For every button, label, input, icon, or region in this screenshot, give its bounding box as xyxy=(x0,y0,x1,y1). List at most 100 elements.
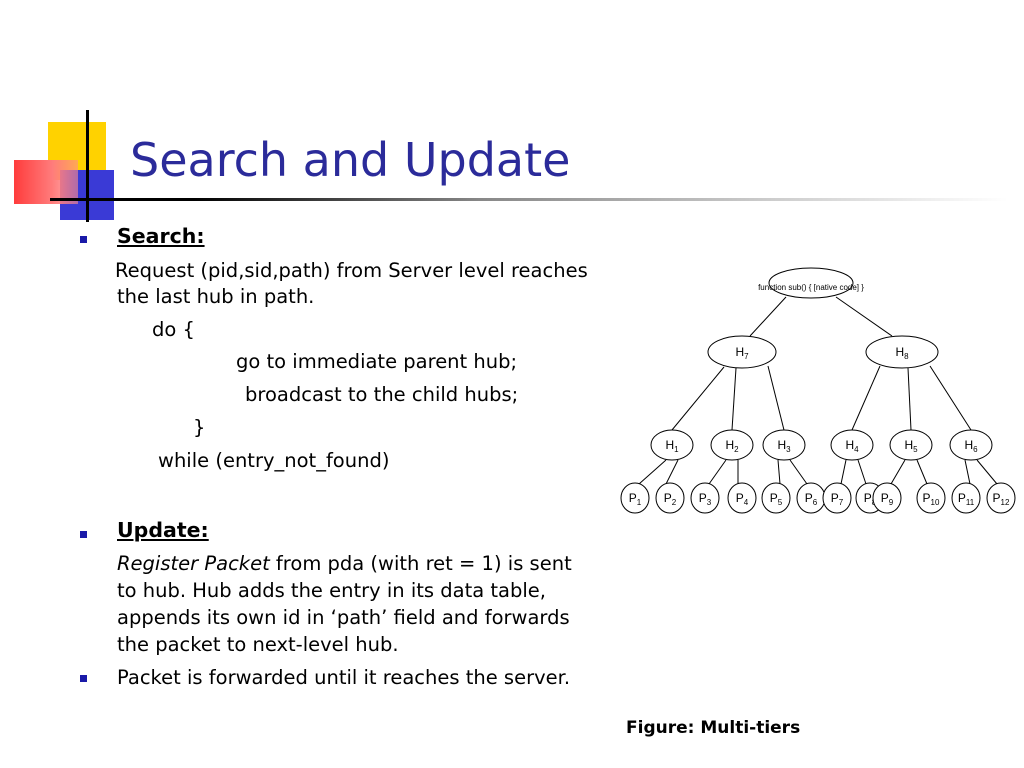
node-h7-ellipse xyxy=(707,335,777,369)
node-p2-ellipse xyxy=(655,482,685,514)
edge-server-h8 xyxy=(835,296,893,337)
decor-vertical-line xyxy=(86,110,89,222)
edge-h6-leaf-a xyxy=(964,459,971,485)
edge-h5-leaf-b xyxy=(916,459,928,485)
node-h6: H6 xyxy=(949,429,993,461)
edge-h3-leaf-b xyxy=(789,459,808,485)
node-p6-label: P6 xyxy=(805,491,818,507)
node-p11-ellipse xyxy=(951,482,981,514)
node-h4-label: H4 xyxy=(845,438,859,454)
node-p12-ellipse xyxy=(986,482,1016,514)
node-h3-ellipse xyxy=(762,429,806,461)
search-line-2: the last hub in path. xyxy=(117,285,315,308)
node-p1: P1 xyxy=(620,482,650,514)
edge-h8-h6 xyxy=(929,365,972,431)
edge-h6-leaf-b xyxy=(976,459,998,485)
node-p4-label: P4 xyxy=(736,491,749,507)
update-bullet-2: Packet is forwarded until it reaches the… xyxy=(117,666,571,689)
node-p9: P9 xyxy=(872,482,902,514)
node-p9-label: P9 xyxy=(881,491,894,507)
node-h3-label: H3 xyxy=(777,438,791,454)
node-p10-ellipse xyxy=(916,482,946,514)
update-line-1: Register Packet from pda (with ret = 1) … xyxy=(117,551,572,577)
node-p5: P5 xyxy=(761,482,791,514)
node-h5-ellipse xyxy=(889,429,933,461)
node-p9-ellipse xyxy=(872,482,902,514)
edge-h2-leaf-a xyxy=(708,459,727,485)
search-line-parent: go to immediate parent hub; xyxy=(236,350,518,373)
node-h8-label: H8 xyxy=(895,345,909,361)
node-h4-ellipse xyxy=(830,429,874,461)
update-line-4: the packet to next-level hub. xyxy=(117,633,399,656)
node-p4-ellipse xyxy=(727,482,757,514)
search-line-broadcast: broadcast to the child hubs; xyxy=(245,383,519,406)
edge-h1-leaf-b xyxy=(665,459,679,485)
node-h3: H3 xyxy=(762,429,806,461)
edge-h1-leaf-a xyxy=(638,459,667,485)
edge-h8-h4 xyxy=(851,365,881,431)
update-line-2: to hub. Hub adds the entry in its data t… xyxy=(117,579,546,602)
node-h1: H1 xyxy=(650,429,694,461)
node-h5: H5 xyxy=(889,429,933,461)
node-server-ellipse xyxy=(768,267,854,299)
node-p10-label: P10 xyxy=(923,491,940,507)
search-line-while: while (entry_not_found) xyxy=(158,449,390,472)
node-p7-label: P7 xyxy=(831,491,844,507)
edge-server-h7 xyxy=(749,296,787,337)
figure-caption: Figure: Multi-tiers xyxy=(626,718,801,738)
update-heading: Update: xyxy=(117,518,209,542)
node-h1-ellipse xyxy=(650,429,694,461)
node-p3-ellipse xyxy=(690,482,720,514)
node-p12-label: P12 xyxy=(993,491,1010,507)
node-p10: P10 xyxy=(916,482,946,514)
title-underline xyxy=(50,198,1008,201)
search-line-1: Request (pid,sid,path) from Server level… xyxy=(115,259,588,282)
node-h1-label: H1 xyxy=(665,438,679,454)
search-line-close-brace: } xyxy=(193,416,206,439)
node-h5-label: H5 xyxy=(904,438,918,454)
node-h2: H2 xyxy=(710,429,754,461)
edge-h8-h5 xyxy=(907,367,912,431)
edge-h7-h1 xyxy=(671,366,725,431)
decor-red-square xyxy=(14,160,78,204)
node-p2: P2 xyxy=(655,482,685,514)
node-p4: P4 xyxy=(727,482,757,514)
node-p11-label: P11 xyxy=(958,491,975,507)
node-p1-ellipse xyxy=(620,482,650,514)
edge-h3-leaf-a xyxy=(777,459,781,485)
search-line-do: do { xyxy=(152,318,195,341)
node-h6-ellipse xyxy=(949,429,993,461)
slide-title: Search and Update xyxy=(130,133,571,187)
edge-h7-h3 xyxy=(767,365,785,431)
node-h6-label: H6 xyxy=(964,438,978,454)
node-h2-ellipse xyxy=(710,429,754,461)
bullet-forward xyxy=(80,675,87,682)
node-h8: H8 xyxy=(865,335,939,369)
edge-h4-leaf-a xyxy=(840,459,847,485)
node-server-label: function sub() { [native code] } xyxy=(758,283,864,292)
search-heading: Search: xyxy=(117,224,205,248)
node-p6: P6 xyxy=(796,482,826,514)
node-p5-ellipse xyxy=(761,482,791,514)
node-h8-ellipse xyxy=(865,335,939,369)
node-h7-label: H7 xyxy=(735,345,749,361)
node-p3: P3 xyxy=(690,482,720,514)
node-p12: P12 xyxy=(986,482,1016,514)
node-p3-label: P3 xyxy=(699,491,712,507)
node-p1-label: P1 xyxy=(629,491,642,507)
edge-h4-leaf-b xyxy=(857,459,867,485)
node-p7-ellipse xyxy=(822,482,852,514)
node-p5-label: P5 xyxy=(770,491,783,507)
update-line-3: appends its own id in ‘path’ field and f… xyxy=(117,606,570,629)
update-line-1-rest: from pda (with ret = 1) is sent xyxy=(269,552,572,575)
node-h2-label: H2 xyxy=(725,438,739,454)
edge-h7-h2 xyxy=(731,367,737,431)
register-packet-term: Register Packet xyxy=(117,552,270,575)
bullet-update xyxy=(80,531,87,538)
edge-h5-leaf-a xyxy=(890,459,906,485)
bullet-search xyxy=(80,236,87,243)
node-p7: P7 xyxy=(822,482,852,514)
node-h7: H7 xyxy=(707,335,777,369)
node-p2-label: P2 xyxy=(664,491,677,507)
